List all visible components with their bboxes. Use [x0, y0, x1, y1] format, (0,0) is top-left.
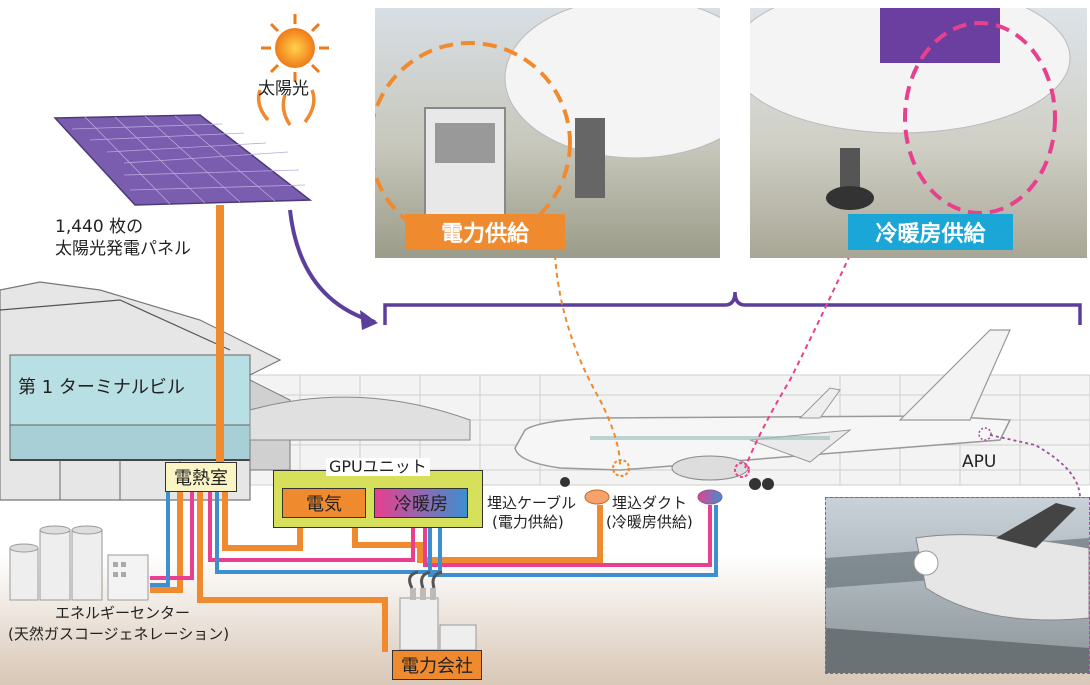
energy-center-sub-label: (天然ガスコージェネレーション) — [8, 625, 230, 643]
terminal-label: 第 1 ターミナルビル — [18, 377, 185, 398]
power-callout-line — [554, 254, 621, 466]
gpu-unit-box: GPUユニット 電気 冷暖房 — [273, 457, 483, 528]
buried-cable-sub-label: (電力供給) — [492, 513, 564, 531]
buried-cable-port — [584, 489, 610, 505]
airplane — [514, 329, 1012, 490]
energy-center-label: エネルギーセンター — [55, 604, 191, 622]
buried-cable-label: 埋込ケーブル — [487, 494, 577, 512]
hvac-callout-line — [744, 254, 851, 469]
panel-name-label: 太陽光発電パネル — [55, 239, 191, 259]
buried-duct-sub-label: (冷暖房供給) — [606, 513, 693, 531]
heat-room-box: 電熱室 — [165, 462, 237, 492]
buried-duct-port — [697, 489, 723, 505]
supply-pipes — [150, 490, 718, 652]
power-plant-icon — [399, 570, 477, 651]
apu-callout-line — [989, 434, 1081, 499]
power-supply-photo: 電力供給 — [375, 8, 720, 258]
solar-to-apron-arrow — [288, 209, 376, 324]
hvac-supply-tag: 冷暖房供給 — [848, 214, 1013, 250]
power-supply-tag: 電力供給 — [405, 214, 565, 250]
power-company-box: 電力会社 — [392, 650, 482, 680]
terminal-building — [0, 281, 471, 501]
gpu-electric-box: 電気 — [282, 488, 366, 518]
energy-center-icon — [9, 525, 149, 601]
sun-icon — [256, 14, 329, 126]
buried-duct-label: 埋込ダクト — [612, 494, 688, 512]
hvac-supply-photo: 冷暖房供給 — [750, 8, 1087, 258]
gpu-unit-title: GPUユニット — [326, 457, 430, 477]
apu-label: APU — [962, 452, 997, 472]
apu-photo — [825, 497, 1090, 674]
apron-brace — [383, 291, 1082, 325]
panel-count-label: 1,440 枚の — [55, 217, 144, 237]
sunlight-label: 太陽光 — [258, 79, 309, 99]
solar-panel — [53, 114, 313, 462]
gpu-hvac-box: 冷暖房 — [374, 488, 468, 518]
